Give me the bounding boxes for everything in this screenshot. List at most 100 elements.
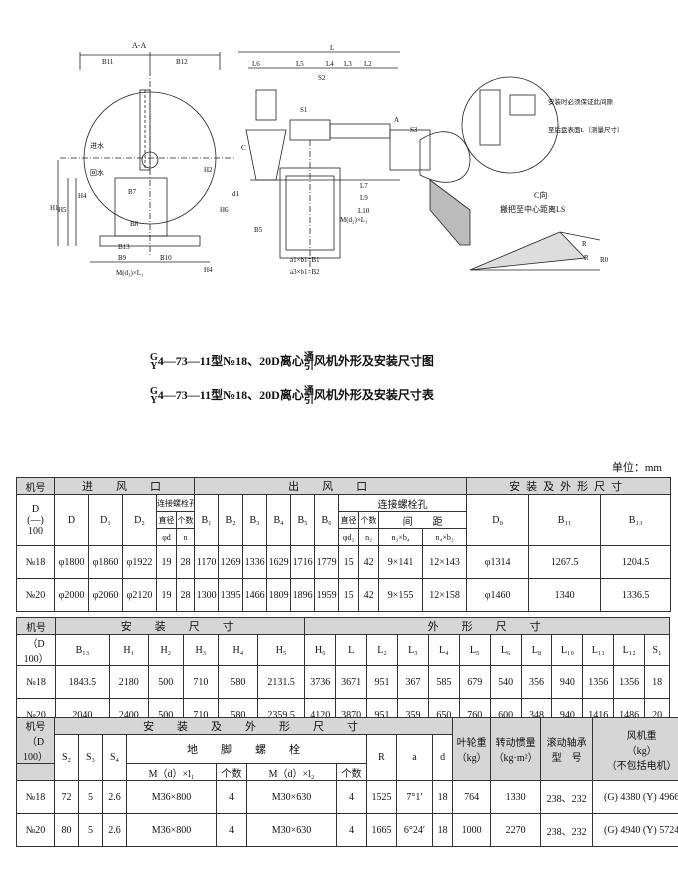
header-cnt2: 个数 (358, 511, 380, 529)
table-cell: 5 (78, 780, 103, 814)
table-cell: 19 (156, 545, 177, 579)
svg-text:S2: S2 (318, 74, 326, 82)
table-cell: S₃ (78, 734, 103, 781)
svg-text:A: A (394, 116, 399, 124)
header-machine: 机号 (15, 617, 57, 635)
table-cell: B₁₃ (55, 634, 110, 666)
svg-text:L2: L2 (364, 60, 372, 68)
table-cell: φ1800 (54, 545, 89, 579)
col-D: D (54, 494, 89, 546)
table-cell: φ2000 (54, 578, 89, 612)
svg-text:M(d₃)×L₁: M(d₃)×L₁ (116, 269, 144, 277)
table-cell: 1525 (366, 780, 397, 814)
col-D0: D₀ (466, 494, 530, 546)
header-n: n (175, 528, 196, 546)
svg-text:L9: L9 (360, 194, 368, 202)
table-cell: 19 (156, 578, 177, 612)
table-cell: 1716 (290, 545, 316, 579)
table-cell: 500 (147, 665, 184, 699)
table-cell (16, 763, 55, 781)
table-cell: 951 (366, 665, 398, 699)
table-cell: 1356 (582, 665, 615, 699)
table-cell: 28 (175, 545, 196, 579)
table-cell: 6°24′ (396, 813, 433, 847)
table-cell: 18 (431, 813, 454, 847)
svg-text:搬把至中心距离LS: 搬把至中心距离LS (500, 204, 565, 214)
col-B2: B₂ (218, 494, 244, 546)
table-cell: 1000 (452, 813, 492, 847)
svg-text:H1: H1 (50, 204, 59, 212)
table-cell: 1267.5 (528, 545, 602, 579)
section-label: A-A (132, 41, 146, 50)
col-B3: B₃ (242, 494, 268, 546)
header-inertia: 转动惯量（kg·m²） (490, 717, 542, 781)
header-dia2: 直径 (338, 511, 360, 529)
svg-text:L6: L6 (252, 60, 260, 68)
header-outlet: 出 风 口 (194, 477, 468, 495)
header-machine: 机号 (16, 477, 55, 495)
table-cell: 238、232 (540, 780, 594, 814)
header-n3b4: n₃×b₄ (378, 528, 424, 546)
table-cell: L₆ (489, 634, 522, 666)
table-cell: 1356 (613, 665, 646, 699)
table-cell: M36×800 (126, 813, 217, 847)
table-cell: 2131.5 (256, 665, 306, 699)
table-cell: (G) 4380 (Y) 4966 (592, 780, 678, 814)
header-cnt: 个数 (175, 511, 196, 529)
col-B6: B₆ (314, 494, 340, 546)
table-cell: M（d）×l₁ (126, 763, 217, 781)
table-cell: φ2120 (122, 578, 157, 612)
svg-text:B7: B7 (128, 188, 137, 196)
table-cell: 1843.5 (55, 665, 110, 699)
table-cell: φ1922 (122, 545, 157, 579)
table-cell: 4 (336, 813, 367, 847)
header-inlet: 进 风 口 (53, 477, 196, 495)
svg-text:安装时必须保证此间隙: 安装时必须保证此间隙 (548, 97, 614, 106)
table-cell: (G) 4940 (Y) 5724 (592, 813, 678, 847)
table-cell: 12×158 (422, 578, 468, 612)
table-cell: 18 (644, 665, 670, 699)
table-cell: 1959 (314, 578, 340, 612)
table-cell: 15 (338, 578, 360, 612)
header-dia: 直径 (156, 511, 177, 529)
table-cell: M30×630 (246, 780, 337, 814)
header-bolt-in: 连接螺栓孔 (155, 494, 196, 512)
table-cell: 80 (54, 813, 79, 847)
svg-text:L: L (330, 44, 334, 52)
table-cell: M（d）×l₂ (246, 763, 337, 781)
table-cell: 356 (520, 665, 553, 699)
col-B5: B₅ (290, 494, 316, 546)
table-cell: S₂ (54, 734, 79, 781)
table-cell: L₃ (397, 634, 429, 666)
table-cell: №18 (16, 545, 55, 579)
svg-text:L10: L10 (358, 207, 370, 215)
table-cell: 540 (489, 665, 522, 699)
svg-text:B10: B10 (160, 254, 172, 262)
table-cell: φ2060 (88, 578, 123, 612)
svg-text:d1: d1 (232, 190, 240, 198)
table-cell: 1340 (528, 578, 602, 612)
table-cell: 1395 (218, 578, 244, 612)
table-cell: 1300 (194, 578, 220, 612)
table-cell: 12×143 (422, 545, 468, 579)
table-cell: R (366, 734, 397, 781)
table-cell: 28 (175, 578, 196, 612)
table-cell: 1896 (290, 578, 316, 612)
table-cell: φ1314 (466, 545, 530, 579)
table-cell: 1809 (266, 578, 292, 612)
header-bolt-out: 连接螺栓孔 (338, 494, 468, 512)
table-cell: 5 (78, 813, 103, 847)
table-cell: M36×800 (126, 780, 217, 814)
table-cell: S₁ (644, 634, 670, 666)
table-cell: №20 (16, 813, 55, 847)
table-cell: 4 (216, 813, 247, 847)
table-cell: 9×141 (378, 545, 424, 579)
header-n2: n₂ (358, 528, 380, 546)
table-cell: 367 (397, 665, 429, 699)
